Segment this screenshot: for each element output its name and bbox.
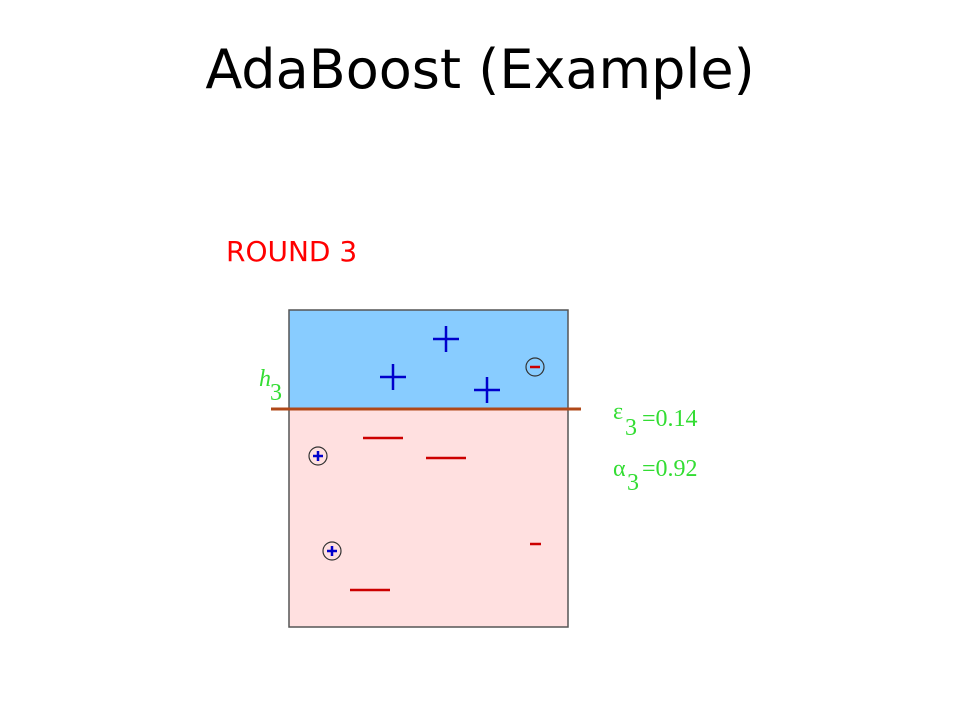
- hypothesis-label: h 3: [259, 366, 282, 406]
- positive-sample: [433, 326, 459, 352]
- error-value: =0.14: [642, 406, 698, 432]
- misclassified-negative-sample: [525, 357, 545, 377]
- round-label: ROUND 3: [226, 235, 358, 268]
- error-symbol: ε: [613, 399, 623, 425]
- region-positive: [289, 310, 568, 409]
- error-subscript: 3: [625, 415, 637, 441]
- error-annotation: ε 3 =0.14: [613, 399, 698, 441]
- positive-sample: [380, 364, 406, 390]
- slide-title: AdaBoost (Example): [205, 38, 755, 101]
- positive-sample: [474, 377, 500, 403]
- region-negative: [289, 409, 568, 627]
- plot-border: [288, 309, 569, 628]
- hypothesis-symbol: h: [259, 366, 271, 392]
- misclassified-positive-sample: [322, 541, 342, 561]
- hypothesis-subscript: 3: [270, 380, 282, 406]
- alpha-subscript: 3: [627, 470, 639, 496]
- alpha-value: =0.92: [642, 456, 698, 482]
- misclassified-positive-sample: [308, 446, 328, 466]
- alpha-annotation: α 3 =0.92: [613, 456, 698, 496]
- alpha-symbol: α: [613, 456, 626, 482]
